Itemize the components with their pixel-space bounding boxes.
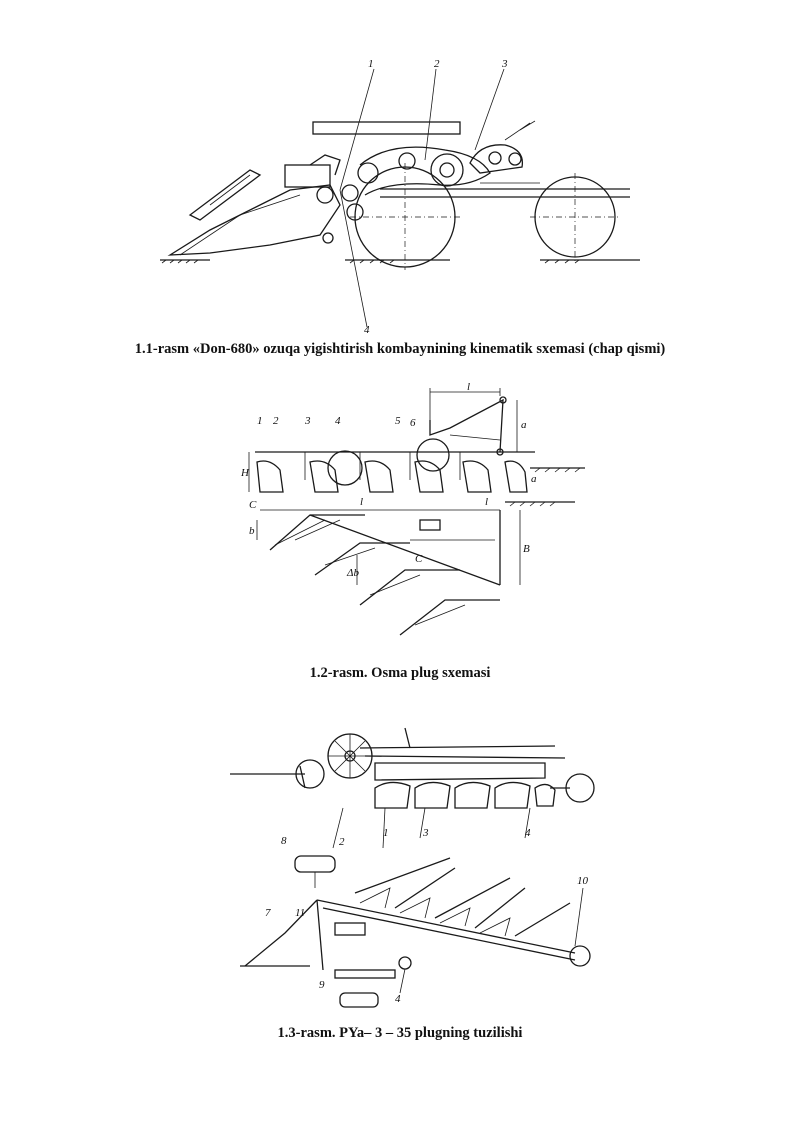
figure-combine-kinematic-scheme: 1 2 3 4 (150, 55, 650, 335)
figure-3-label: 7 (265, 907, 271, 919)
figure-2-label: l (360, 496, 363, 508)
figure-3-label: 9 (319, 979, 325, 991)
figure-2-label: H (240, 467, 250, 479)
figure-2-caption: 1.2-rasm. Osma plug sxemasi (309, 665, 491, 681)
figure-2-label: a (531, 473, 537, 485)
figure-2-label: l (485, 496, 488, 508)
figure-3-label: 4 (395, 993, 401, 1005)
figure-2-label: C (249, 499, 257, 511)
figure-3-label: 11 (295, 907, 305, 919)
figure-2-label: Δb (346, 567, 359, 579)
figure-1-label: 3 (501, 58, 508, 70)
figure-2-label: 5 (395, 415, 401, 427)
plough-scheme-drawing: 1 2 3 4 5 6 H l l a b Δb B C C l a (240, 381, 585, 636)
figure-3-caption: 1.3-rasm. PYa– 3 – 35 plugning tuzilishi (277, 1025, 523, 1041)
figure-2-label: a (521, 419, 527, 431)
figure-3-label: 4 (525, 827, 531, 839)
figure-3-label: 3 (422, 827, 429, 839)
combine-drawing: 1 2 3 4 (160, 58, 640, 335)
figure-2-label: B (523, 543, 530, 555)
figure-3-label: 10 (577, 875, 589, 887)
figure-1-label: 4 (364, 324, 370, 335)
plough-construction-drawing: 2 1 3 4 8 7 11 10 9 4 (230, 727, 595, 1008)
figure-2-label: l (467, 381, 470, 393)
figure-3-label: 8 (281, 835, 287, 847)
figure-2-label: b (249, 525, 255, 537)
figure-2-label: 4 (335, 415, 341, 427)
figure-2-label: 3 (304, 415, 311, 427)
figure-2-label: 6 (410, 417, 416, 429)
figure-3-label: 1 (383, 827, 389, 839)
figure-3-label: 2 (339, 836, 345, 848)
figure-1-label: 2 (434, 58, 440, 70)
figure-2-label: C (415, 553, 423, 565)
figure-1-caption: 1.1-rasm «Don-680» ozuqa yigishtirish ko… (134, 341, 666, 357)
figure-mounted-plough-scheme: 1 2 3 4 5 6 H l l a b Δb B C C l a (235, 380, 595, 645)
figure-plough-construction: 2 1 3 4 8 7 11 10 9 4 (225, 708, 605, 1018)
figure-2-label: 2 (273, 415, 279, 427)
figure-2-label: 1 (257, 415, 263, 427)
figure-1-label: 1 (368, 58, 374, 70)
